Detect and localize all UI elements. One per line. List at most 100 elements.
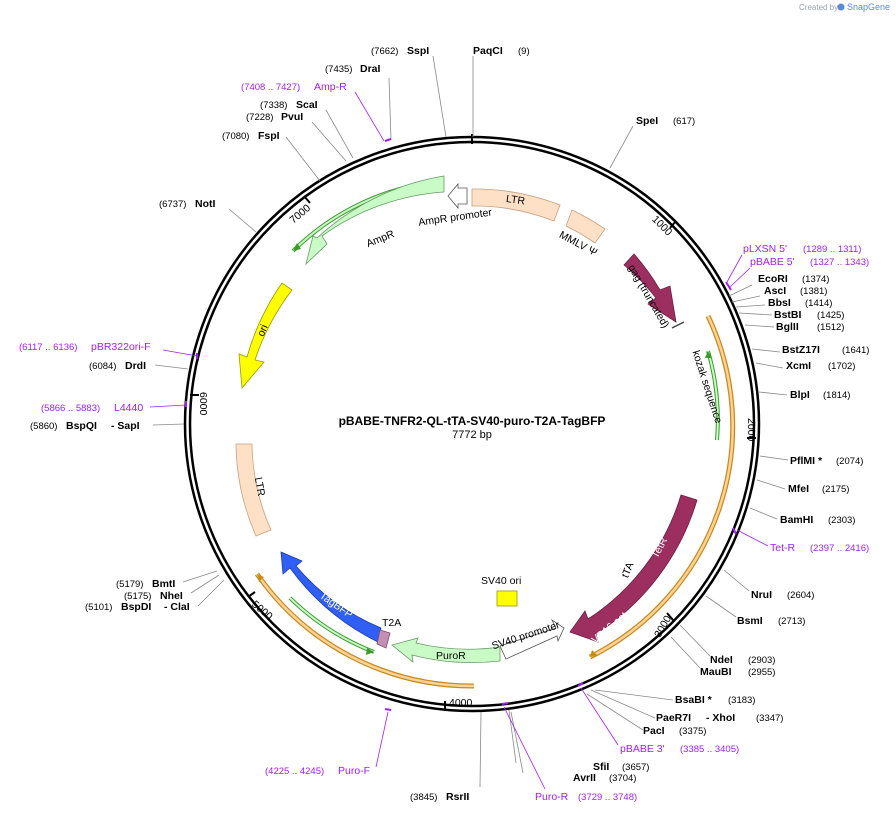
tick-2000: 2000 bbox=[745, 418, 757, 442]
feature-t2a-label: T2A bbox=[382, 617, 401, 629]
feature-ori-label: ori bbox=[255, 323, 271, 339]
tick-4000: 4000 bbox=[449, 697, 473, 709]
primer-pbabe3[interactable]: pBABE 3' bbox=[620, 743, 665, 755]
primer-marks bbox=[149, 91, 769, 790]
feature-ltr-top bbox=[471, 188, 561, 222]
enzyme-drai-pos: (7435) bbox=[325, 64, 352, 75]
enzyme-sfii[interactable]: SfiI bbox=[593, 761, 609, 773]
enzyme-clai[interactable]: - ClaI bbox=[164, 601, 190, 613]
enzyme-blpi-pos: (1814) bbox=[823, 390, 850, 401]
enzyme-nhei[interactable]: NheI bbox=[160, 590, 183, 602]
enzyme-scai[interactable]: ScaI bbox=[296, 99, 318, 111]
enzyme-paci[interactable]: PacI bbox=[643, 725, 665, 737]
enzyme-bamhi[interactable]: BamHI bbox=[780, 514, 813, 526]
enzyme-sfii-pos: (3657) bbox=[622, 762, 649, 773]
enzyme-bstz17i[interactable]: BstZ17I bbox=[782, 344, 820, 356]
enzyme-fspi[interactable]: FspI bbox=[258, 130, 280, 142]
enzyme-bsabi[interactable]: BsaBI * bbox=[675, 694, 713, 706]
enzyme-sspi-pos: (7662) bbox=[371, 46, 398, 57]
primer-pbr322ori[interactable]: pBR322ori-F bbox=[91, 341, 151, 353]
enzyme-nrui-pos: (2604) bbox=[787, 590, 814, 601]
enzyme-spei-pos: (617) bbox=[673, 116, 695, 127]
enzyme-bsmi-pos: (2713) bbox=[778, 616, 805, 627]
enzyme-spei[interactable]: SpeI bbox=[636, 115, 658, 127]
enzyme-bspdi[interactable]: BspDI bbox=[121, 601, 151, 613]
enzyme-xcmi[interactable]: XcmI bbox=[786, 360, 811, 372]
plasmid-name: pBABE-TNFR2-QL-tTA-SV40-puro-T2A-TagBFP bbox=[339, 414, 606, 428]
enzyme-noti[interactable]: NotI bbox=[195, 198, 215, 210]
primer-purof[interactable]: Puro-F bbox=[338, 765, 370, 777]
primer-l4440[interactable]: L4440 bbox=[114, 402, 143, 414]
feature-tagbfp bbox=[280, 551, 382, 643]
enzyme-pflmi[interactable]: PflMI * bbox=[790, 455, 823, 467]
enzyme-bmti[interactable]: BmtI bbox=[152, 578, 175, 590]
enzyme-bspqi-pos: (5860) bbox=[30, 421, 57, 432]
snapgene-logo-icon bbox=[837, 3, 845, 11]
primer-pbabe3-pos: (3385 .. 3405) bbox=[680, 744, 739, 755]
enzyme-bspqi[interactable]: BspQI bbox=[66, 420, 97, 432]
enzyme-paqci[interactable]: PaqCI bbox=[473, 45, 503, 57]
feature-gag bbox=[623, 253, 677, 323]
enzyme-mfei[interactable]: MfeI bbox=[788, 483, 809, 495]
enzyme-scai-pos: (7338) bbox=[260, 100, 287, 111]
primer-plxsn5[interactable]: pLXSN 5' bbox=[743, 243, 787, 255]
primer-pbabe5[interactable]: pBABE 5' bbox=[750, 256, 795, 268]
feature-ltr-left-label: LTR bbox=[252, 476, 267, 497]
enzyme-bbsi-pos: (1414) bbox=[805, 298, 832, 309]
enzyme-bstz17i-pos: (1641) bbox=[842, 345, 869, 356]
enzyme-ndei[interactable]: NdeI bbox=[710, 654, 733, 666]
enzyme-pvui-pos: (7228) bbox=[246, 112, 273, 123]
plasmid-size: 7772 bp bbox=[452, 429, 492, 441]
primer-purof-pos: (4225 .. 4245) bbox=[265, 766, 324, 777]
enzyme-pvui[interactable]: PvuI bbox=[281, 111, 303, 123]
credit-text: Created by bbox=[799, 3, 838, 12]
feature-tta-label: tTA bbox=[619, 561, 636, 580]
enzyme-bbsi[interactable]: BbsI bbox=[768, 297, 791, 309]
enzyme-blpi[interactable]: BlpI bbox=[790, 389, 810, 401]
feature-kozak-mark bbox=[671, 321, 685, 329]
enzyme-maubi-pos: (2955) bbox=[748, 667, 775, 678]
enzyme-bglii-pos: (1512) bbox=[817, 322, 844, 333]
primer-l4440-pos: (5866 .. 5883) bbox=[41, 403, 100, 414]
enzyme-bstbi[interactable]: BstBI bbox=[774, 309, 802, 321]
enzyme-asci[interactable]: AscI bbox=[764, 285, 786, 297]
feature-ltr-top-label: LTR bbox=[505, 193, 526, 208]
credit-brand: SnapGene bbox=[847, 2, 890, 12]
enzyme-nhei-pos: (5175) bbox=[124, 591, 151, 602]
enzyme-fspi-pos: (7080) bbox=[222, 131, 249, 142]
enzyme-maubi[interactable]: MauBI bbox=[700, 666, 732, 678]
enzyme-paer7i[interactable]: PaeR7I bbox=[656, 712, 691, 724]
primer-pbabe5-pos: (1327 .. 1343) bbox=[810, 257, 869, 268]
feature-sv40-ori bbox=[496, 590, 518, 607]
feature-ampr-promoter-label: AmpR promoter bbox=[418, 206, 494, 228]
feature-kozak-label: kozak sequence bbox=[689, 349, 724, 425]
primer-ampr[interactable]: Amp-R bbox=[314, 81, 347, 93]
feature-ampr-label: AmpR bbox=[365, 228, 397, 250]
enzyme-xhoi[interactable]: - XhoI bbox=[706, 712, 735, 724]
enzyme-bsmi[interactable]: BsmI bbox=[737, 615, 763, 627]
enzyme-drai[interactable]: DraI bbox=[360, 63, 381, 75]
enzyme-rsrii-pos: (3845) bbox=[410, 792, 437, 803]
feature-puror-label: PuroR bbox=[436, 650, 466, 662]
primer-puror-pos: (3729 .. 3748) bbox=[578, 792, 637, 803]
primer-tetr-pos: (2397 .. 2416) bbox=[810, 543, 869, 554]
enzyme-nrui[interactable]: NruI bbox=[751, 589, 772, 601]
enzyme-sapi[interactable]: - SapI bbox=[111, 420, 140, 432]
enzyme-bglii[interactable]: BglII bbox=[776, 321, 799, 333]
enzyme-avrii[interactable]: AvrII bbox=[573, 772, 596, 784]
primer-pbr322ori-pos: (6117 .. 6136) bbox=[19, 342, 77, 353]
enzyme-paer7i-pos: (3347) bbox=[756, 713, 783, 724]
primer-puror[interactable]: Puro-R bbox=[535, 791, 569, 803]
enzyme-ecori-pos: (1374) bbox=[802, 274, 829, 285]
feature-sv40-ori-label: SV40 ori bbox=[481, 575, 521, 587]
enzyme-ecori[interactable]: EcoRI bbox=[758, 273, 788, 285]
feature-puror bbox=[391, 637, 501, 664]
enzyme-rsrii[interactable]: RsrII bbox=[446, 791, 469, 803]
enzyme-sspi[interactable]: SspI bbox=[407, 45, 429, 57]
feature-ltr-left bbox=[235, 443, 272, 537]
primer-tetr[interactable]: Tet-R bbox=[770, 542, 796, 554]
feature-sv40-promoter bbox=[499, 618, 565, 660]
feature-ampr bbox=[305, 175, 445, 266]
enzyme-drdi[interactable]: DrdI bbox=[125, 360, 146, 372]
